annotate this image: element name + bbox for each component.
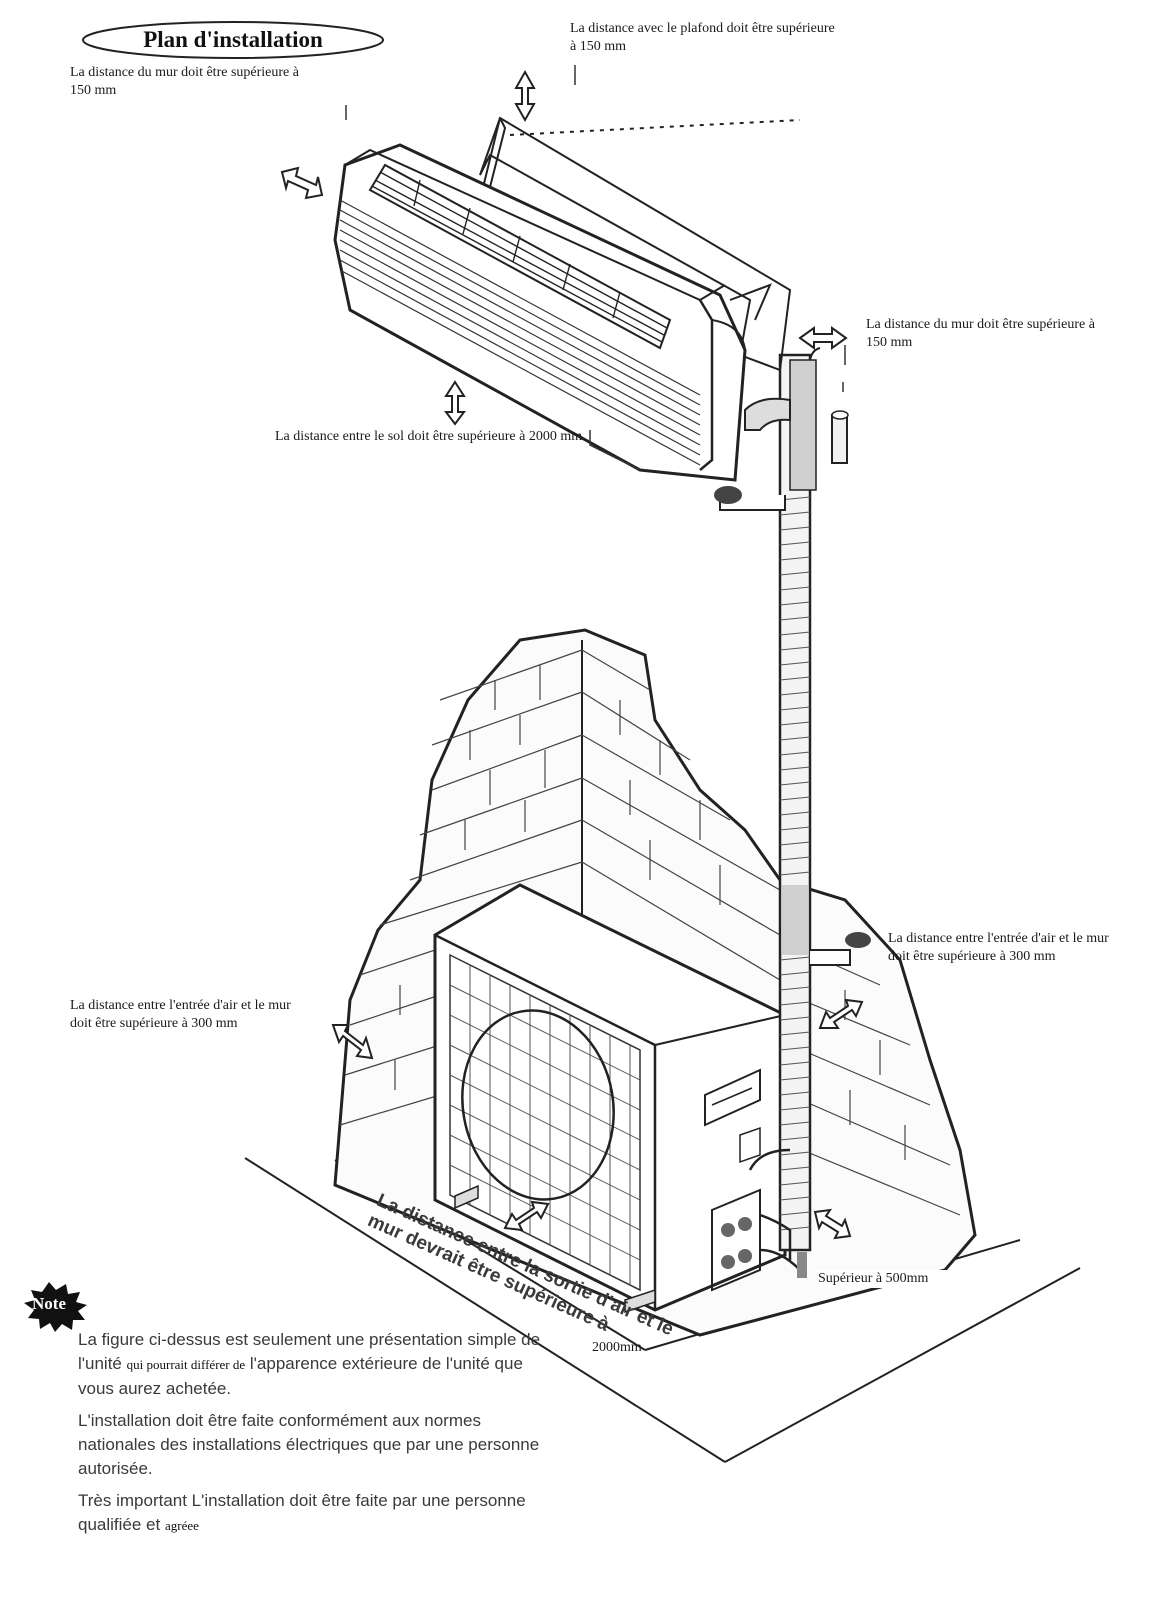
note-paragraph-1: La figure ci-dessus est seulement une pr… (78, 1328, 548, 1401)
note-body: La figure ci-dessus est seulement une pr… (78, 1328, 548, 1546)
clearance-arrows (280, 69, 864, 1240)
arrow-ceiling (514, 69, 536, 123)
note-paragraph-3: Très important L'installation doit être … (78, 1489, 548, 1538)
arrow-wall-right (798, 326, 848, 350)
indoor-unit (333, 143, 747, 482)
label-over-500: Supérieur à 500mm (818, 1270, 978, 1288)
note-p1-c: l'apparence extérieure de l'unité que vo… (78, 1354, 523, 1398)
arrow-wall-left (280, 166, 324, 200)
note-badge: Note (8, 1280, 90, 1328)
stray-marks (345, 65, 846, 392)
note-label: Note (32, 1294, 66, 1313)
label-wall-right: La distance du mur doit être supérieure … (866, 317, 1095, 350)
arrow-500 (813, 1208, 852, 1240)
title-box: Plan d'installation (80, 20, 386, 60)
refrigerant-pipe (714, 347, 871, 1278)
outdoor-unit (433, 883, 787, 1314)
label-wall-top-left: La distance du mur doit être supérieure … (70, 65, 299, 98)
arrow-inlet-right (818, 998, 864, 1029)
note-p3-b: agréee (164, 1518, 199, 1533)
arrow-inlet-left (331, 1024, 374, 1060)
note-p3-a: Très important L'installation doit être … (78, 1491, 526, 1534)
label-2000mm: 2000mm (592, 1340, 642, 1355)
page-title: Plan d'installation (143, 27, 323, 52)
arrow-outlet (503, 1200, 550, 1232)
note-paragraph-2: L'installation doit être faite conformém… (78, 1411, 540, 1478)
note-p1-b: qui pourrait différer de (126, 1357, 246, 1372)
arrow-floor (444, 380, 466, 426)
label-air-inlet-right: La distance entre l'entrée d'air et le m… (888, 931, 1109, 964)
note-p1-a: La figure ci-dessus est seulement une pr… (78, 1330, 541, 1373)
label-floor: La distance entre le sol doit être supér… (275, 429, 583, 444)
label-ceiling: La distance avec le plafond doit être su… (570, 21, 835, 54)
note-starburst (24, 1282, 87, 1332)
title-oval (82, 21, 384, 59)
mounting-plate (479, 116, 801, 372)
label-air-inlet-left: La distance entre l'entrée d'air et le m… (70, 998, 291, 1031)
